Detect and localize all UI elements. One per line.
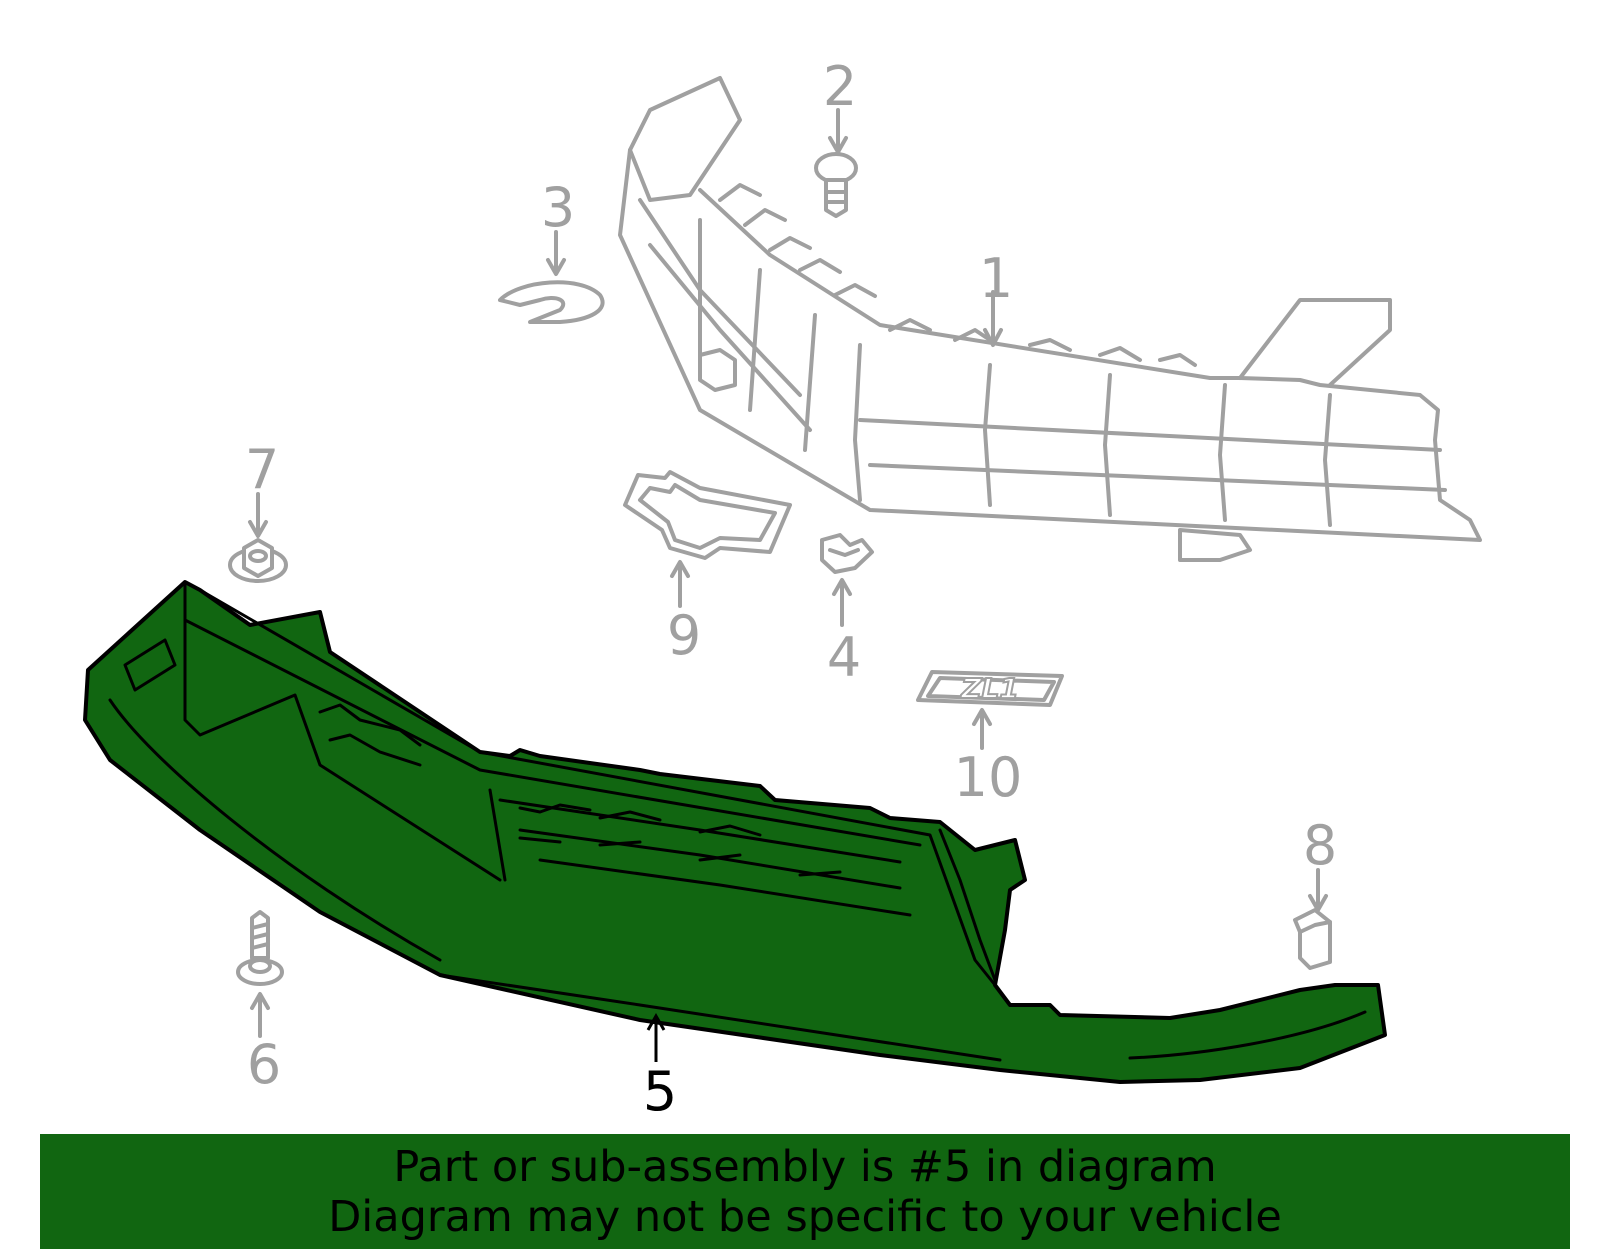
callout-2-arrow [828, 136, 848, 154]
callout-4-arrow [832, 578, 852, 596]
callout-2-label: 2 [823, 55, 857, 118]
callout-8-arrow [1308, 894, 1328, 912]
callout-10-label: 10 [954, 746, 1023, 809]
part-3-retainer [498, 280, 605, 324]
callout-1-label: 1 [979, 247, 1013, 310]
callout-6-arrow [250, 992, 270, 1010]
callout-10-arrow [972, 708, 992, 726]
zl1-emblem-text: ZL1 [960, 672, 1019, 705]
callout-7-label: 7 [245, 438, 279, 501]
callout-3-label: 3 [541, 176, 575, 239]
callout-8-label: 8 [1303, 814, 1337, 877]
callout-9-arrow [670, 560, 690, 578]
part-6-screw [236, 910, 284, 986]
part-1-grille-bracket [618, 76, 1482, 562]
part-7-nut [228, 538, 288, 583]
part-5-lower-grille [83, 580, 1387, 1084]
callout-4-label: 4 [827, 626, 861, 689]
part-8-clip [1293, 908, 1332, 970]
part-2-push-pin [814, 152, 858, 218]
info-banner: Part or sub-assembly is #5 in diagram Di… [40, 1134, 1570, 1249]
callout-3-arrow [546, 258, 566, 276]
info-banner-line-2: Diagram may not be specific to your vehi… [328, 1191, 1282, 1242]
part-4-bracket [820, 533, 874, 574]
callout-5-arrow [646, 1012, 666, 1031]
callout-6-label: 6 [247, 1033, 281, 1096]
info-banner-background [40, 1134, 1570, 1249]
part-10-zl1-emblem: ZL1 [916, 670, 1064, 707]
callout-7-arrow [248, 520, 268, 538]
part-9-bowtie-emblem [623, 470, 792, 560]
callout-9-label: 9 [667, 604, 701, 667]
callout-5-label: 5 [643, 1060, 677, 1123]
callout-1-arrow [983, 328, 1003, 347]
info-banner-line-1: Part or sub-assembly is #5 in diagram [393, 1141, 1217, 1192]
